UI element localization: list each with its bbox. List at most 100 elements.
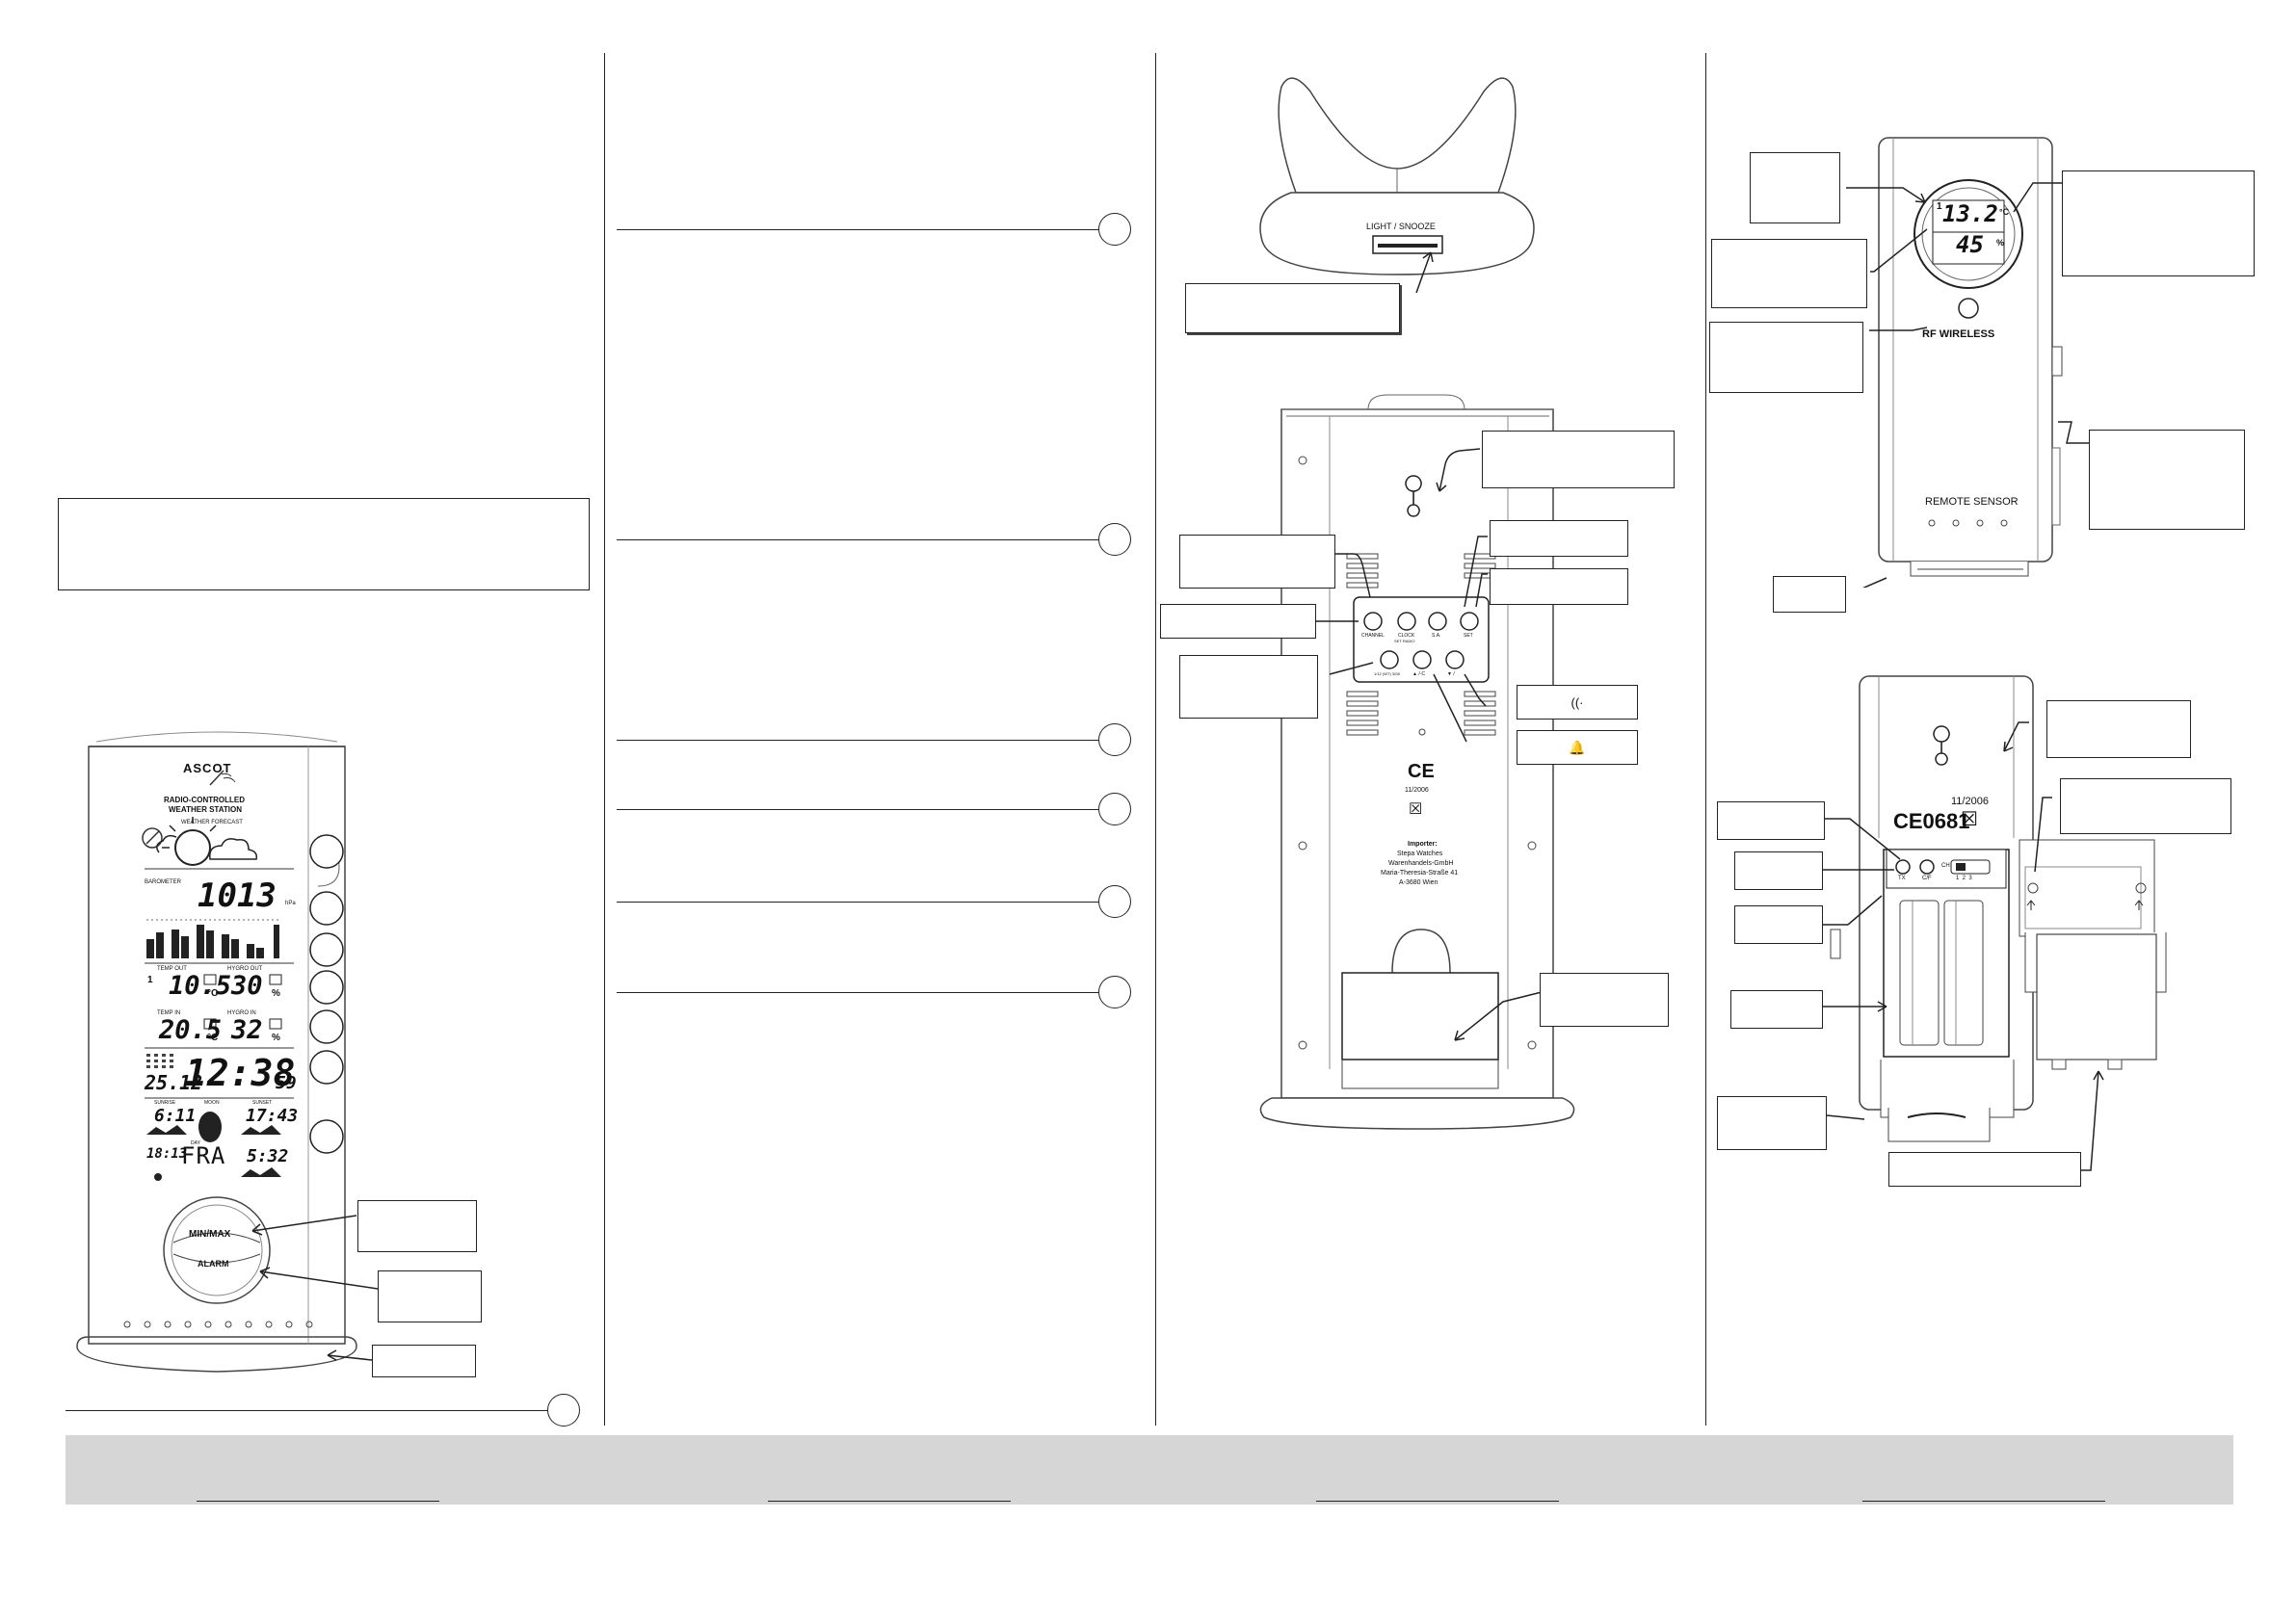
column-divider-1 [604,53,605,1426]
hygro-out-label: HYGRO OUT [227,966,263,972]
hygro-in-value: 32 [231,1015,263,1045]
weather-station-front [76,731,379,1373]
alarm-button[interactable]: ALARM [198,1259,229,1269]
section-circle-6 [1098,976,1131,1008]
sensor-btn-cf-label: C/F [1922,876,1932,881]
callout-label-right-1 [1490,520,1628,557]
hygro-in-unit: % [272,1033,280,1043]
barometer-unit: hPa [285,901,296,906]
sunrise-label: SUNRISE [154,1100,176,1106]
callout-sensor-display [1711,239,1867,308]
min-max-button[interactable]: MIN/MAX [189,1229,231,1240]
importer-line-2: Warenhandels-GmbH [1388,860,1454,867]
section-circle-5 [1098,885,1131,918]
bell-icon: 🔔 [1569,739,1586,755]
hygro-out-unit: % [272,988,280,999]
day-label: DAY [191,1140,200,1146]
clock-seconds: 59 [276,1073,297,1093]
callout-label-base [372,1345,476,1377]
callout-bell-icon: 🔔 [1517,730,1638,765]
callout-label-minmax [357,1200,477,1252]
callout-sensor-side [2089,430,2245,530]
btn-sa-label: S.A. [1432,633,1441,639]
btn-clock-sublabel: SET RADIO [1394,639,1415,643]
sensor-switch-options: 1 2 3 [1956,876,1972,881]
footer-line-4 [1862,1501,2105,1502]
column-divider-2 [1155,53,1156,1426]
section-circle-4 [1098,793,1131,825]
light-snooze-label: LIGHT / SNOOZE [1366,222,1436,231]
section-rule-4 [617,809,1098,810]
date-value: 25.12 [145,1071,203,1094]
section-rule-1 [617,229,1098,230]
footer-line-3 [1316,1501,1559,1502]
section-circle-3 [1098,723,1131,756]
btn-sw-label: 1/12 (WT) 3/08 [1374,671,1400,676]
callout-back-4 [1730,990,1823,1029]
section-rule-2 [617,539,1098,540]
callout-back-hook [2046,700,2191,758]
moonrise-time: 18:13 [146,1146,188,1162]
temp-in-value: 20.5 [159,1015,223,1045]
sunrise-time: 6:11 [154,1106,197,1126]
barometer-value: 1013 [198,877,277,915]
remote-sensor-front [1846,137,2089,588]
importer-line-1: Stepa Watches [1397,851,1443,857]
ce-mark: CE [1408,761,1435,782]
forecast-label: WEATHER FORECAST [181,820,243,825]
callout-label-right-2 [1490,568,1628,605]
sensor-channel: 1 [1937,201,1942,212]
callout-sensor-channel [1750,152,1840,223]
footer-band [66,1435,2233,1505]
sensor-back-weee-icon: ☒ [1961,809,1978,830]
btn-down-label: ▼ / [1447,671,1455,677]
station-subtitle-2: WEATHER STATION [169,805,242,814]
section-rule-6 [617,992,1098,993]
footer-line-2 [768,1501,1011,1502]
temp-in-unit: °C [207,1033,219,1043]
page-marker-circle [547,1394,580,1427]
callout-channel [1160,604,1316,639]
footer-line-1 [197,1501,439,1502]
section-rule-5 [617,902,1098,903]
moon-label: MOON [204,1100,220,1106]
light-snooze-unit [1259,77,1535,294]
sensor-hum: 45 [1956,231,1984,258]
station-subtitle-1: RADIO-CONTROLLED [164,796,245,804]
ce-date: 11/2006 [1405,787,1429,794]
sunset-label: SUNSET [252,1100,273,1106]
callout-back-6 [1888,1152,2081,1187]
rule-col1 [66,1410,547,1411]
sensor-temp-unit: °C [1999,207,2010,217]
btn-clock-label: CLOCK [1398,633,1415,639]
temp-out-value: 10.5 [169,971,232,1001]
hygro-in-label: HYGRO IN [227,1010,256,1016]
callout-label-left-2 [1179,655,1318,719]
btn-set-label: SET [1464,633,1473,639]
sensor-back-date: 11/2006 [1951,796,1989,807]
sunset-time: 17:43 [246,1106,299,1126]
importer-line-3: Maria-Theresia-Straße 41 [1381,870,1459,877]
callout-rf-icon: ((· [1517,685,1638,720]
moonset-time: 5:32 [247,1146,289,1166]
callout-sensor-unit [2062,170,2255,276]
btn-up-label: ▲ /◦C [1412,671,1426,677]
station-brand: ASCOT [183,761,232,775]
sensor-back-ce: CE0681 [1893,809,1970,833]
callout-sensor-led [1709,322,1863,393]
callout-back-3 [1734,905,1823,944]
callout-label-alarm [378,1270,482,1322]
temp-out-unit: °C [207,988,219,999]
channel-indicator: 1 [147,975,153,985]
callout-back-2 [1734,851,1823,890]
callout-back-1 [1717,801,1825,840]
section-circle-1 [1098,213,1131,246]
sensor-switch-label: CH [1941,863,1950,869]
callout-back-5 [1717,1096,1827,1150]
weekday-value: FRA [181,1142,226,1169]
sensor-temp: 13.2 [1942,200,1998,227]
section-circle-2 [1098,523,1131,556]
clock-time: 12:38 [185,1052,296,1094]
hygro-out-value: 30 [231,971,263,1001]
weee-bin-icon: ☒ [1409,801,1423,818]
